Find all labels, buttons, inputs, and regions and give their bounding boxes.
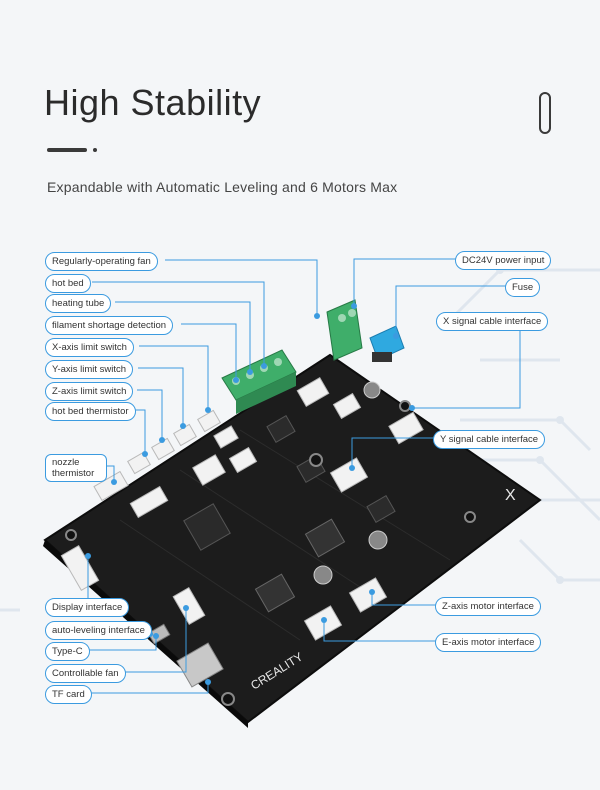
label-tf-card: TF card — [45, 685, 92, 704]
title-underline — [47, 148, 87, 152]
mounting-hole — [399, 400, 411, 412]
page-title: High Stability — [44, 82, 262, 123]
connector-y-signal — [329, 457, 369, 493]
power-terminal-block — [326, 299, 363, 361]
connector-extra — [192, 454, 226, 486]
connector-bed-therm — [127, 451, 151, 475]
capacitor — [363, 381, 381, 399]
label-regularly-operating-fan: Regularly-operating fan — [45, 252, 158, 271]
connector-filament — [213, 425, 239, 449]
mounting-hole — [65, 529, 77, 541]
connector-fan — [296, 377, 330, 407]
label-nozzle-thermistor: nozzle thermistor — [45, 454, 107, 482]
label-y-signal-cable-interface: Y signal cable interface — [433, 430, 546, 449]
driver-chip-1 — [304, 518, 346, 558]
capacitor — [313, 565, 333, 585]
label-display-interface: Display interface — [45, 598, 130, 617]
label-z-axis-motor-interface: Z-axis motor interface — [435, 597, 541, 616]
tf-card-slot — [176, 642, 224, 688]
connector-extra-2 — [228, 446, 258, 474]
connector-z-limit — [151, 437, 175, 461]
label-auto-leveling-interface: auto-leveling interface — [45, 621, 152, 640]
connector-x-limit — [197, 409, 221, 433]
mcu-chip — [183, 503, 231, 551]
label-type-c: Type-C — [45, 642, 90, 661]
mounting-hole — [221, 692, 235, 706]
driver-chip-4 — [266, 415, 296, 443]
mounting-hole — [464, 511, 476, 523]
connector-e-motor — [303, 605, 343, 641]
label-x-signal-cable-interface: X signal cable interface — [436, 312, 549, 331]
connector-bltouch — [129, 485, 169, 519]
label-controllable-fan: Controllable fan — [45, 664, 126, 683]
label-hot-bed: hot bed — [45, 274, 91, 293]
mounting-hole — [309, 453, 323, 467]
connector-aux — [332, 392, 362, 420]
label-hot-bed-thermistor: hot bed thermistor — [45, 402, 136, 421]
driver-chip-3 — [366, 495, 396, 523]
connector-y-limit — [173, 423, 197, 447]
board-axis-mark: X — [505, 487, 516, 504]
label-e-axis-motor-interface: E-axis motor interface — [435, 633, 542, 652]
page-subtitle: Expandable with Automatic Leveling and 6… — [47, 179, 398, 195]
label-z-axis-limit-switch: Z-axis limit switch — [45, 382, 134, 401]
title-underline-dot — [93, 148, 97, 152]
connector-nozzle-therm — [93, 470, 129, 502]
connector-x-signal — [388, 411, 424, 445]
capacitor — [368, 530, 388, 550]
label-filament-shortage-detection: filament shortage detection — [45, 316, 174, 335]
connector-controllable-fan — [172, 586, 206, 626]
label-dc24v-power-input: DC24V power input — [455, 251, 552, 270]
type-c-port — [147, 623, 171, 645]
connector-display — [60, 544, 100, 592]
driver-chip-2 — [254, 573, 296, 613]
label-fuse: Fuse — [505, 278, 541, 297]
label-y-axis-limit-switch: Y-axis limit switch — [45, 360, 134, 379]
scroll-indicator-icon — [539, 92, 551, 134]
label-x-axis-limit-switch: X-axis limit switch — [45, 338, 134, 357]
fuse-component — [369, 325, 405, 362]
label-heating-tube: heating tube — [45, 294, 112, 313]
